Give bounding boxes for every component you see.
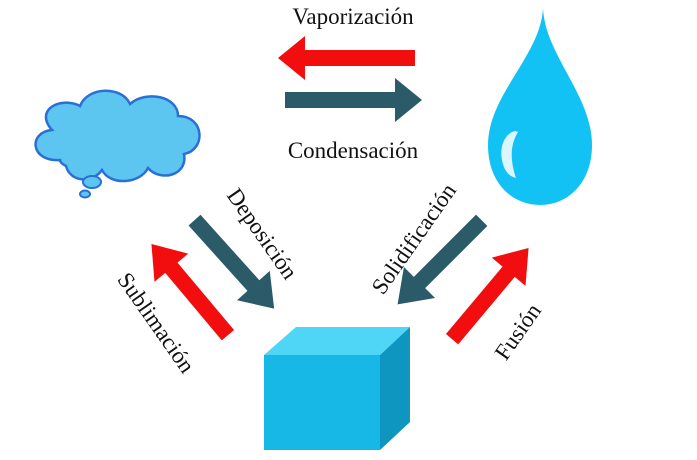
sublimation-arrow [151, 244, 235, 341]
deposition-arrow [188, 214, 275, 309]
solidification-arrow [397, 214, 488, 305]
vaporization-arrow [278, 36, 415, 80]
vaporization-label: Vaporización [292, 4, 414, 29]
cloud-icon [34, 89, 201, 199]
condensation-arrow [285, 78, 422, 122]
fusion-label: Fusión [490, 298, 547, 364]
water-drop-icon [488, 8, 592, 205]
condensation-label: Condensación [288, 138, 419, 163]
fusion-arrow [445, 248, 529, 345]
ice-cube-icon [264, 327, 410, 450]
